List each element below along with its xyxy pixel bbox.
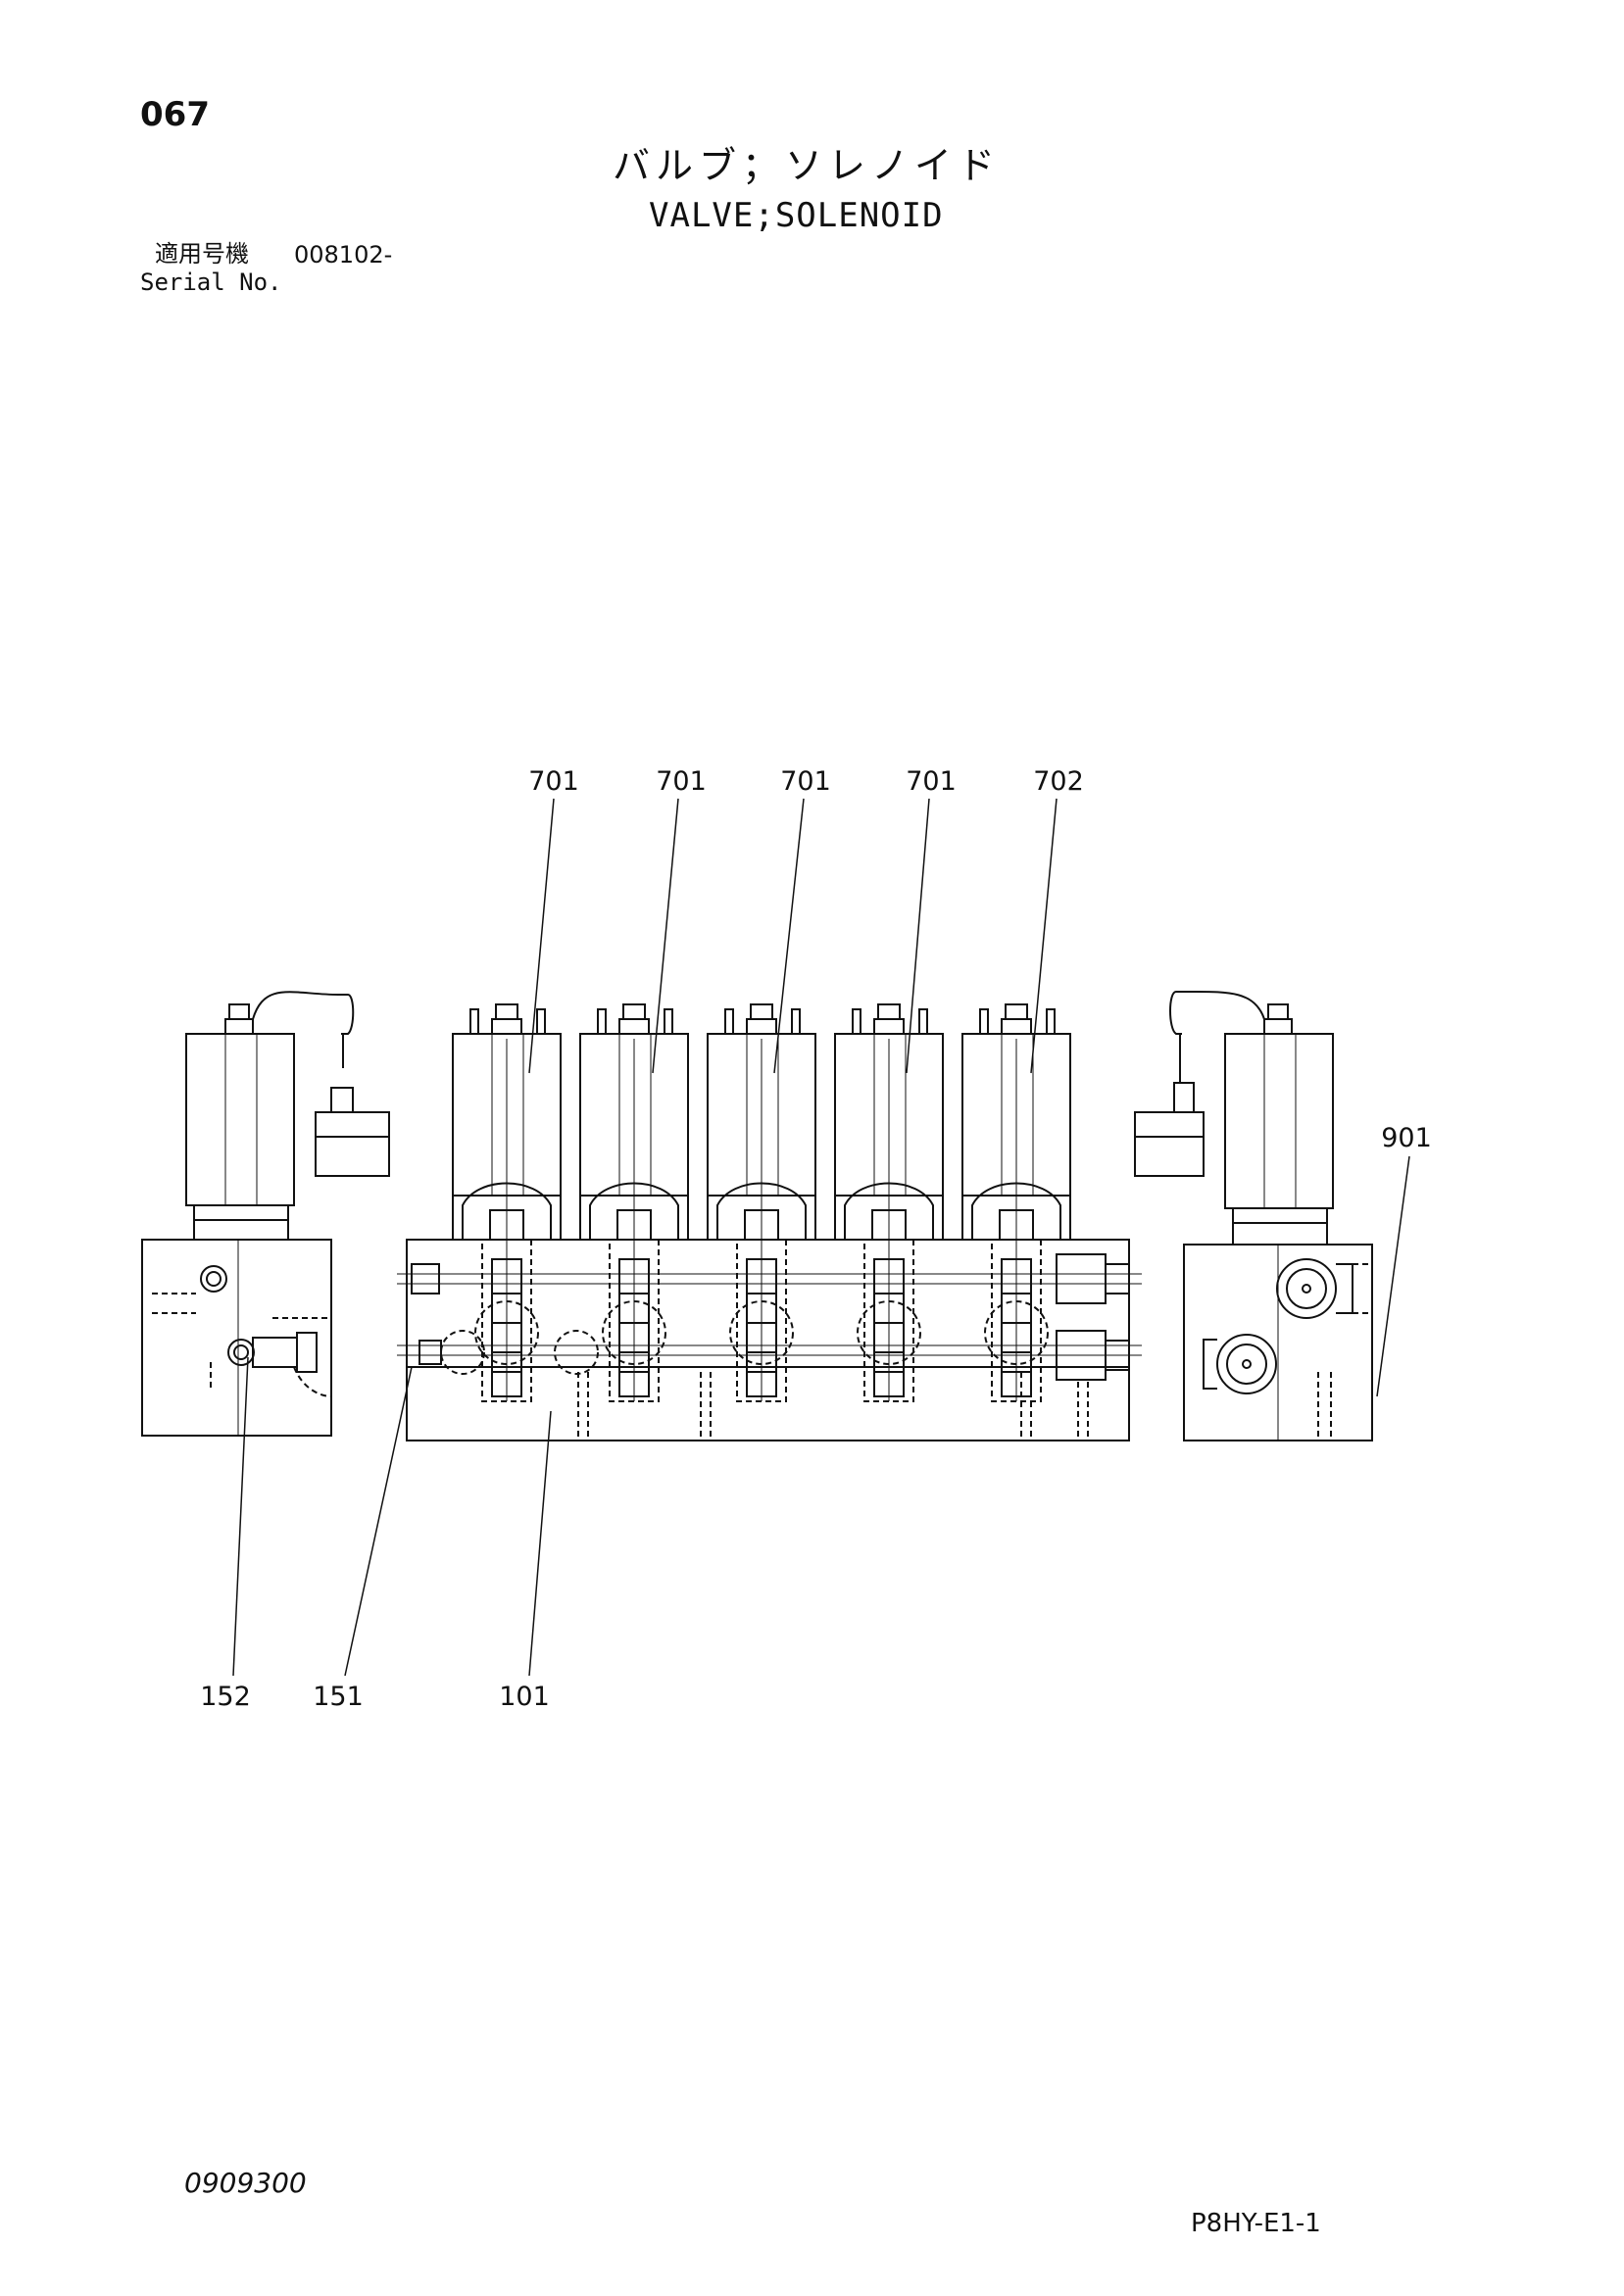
serial-label-english: Serial No. (140, 269, 282, 296)
document-code: 0909300 (184, 2167, 307, 2199)
leader-lines (232, 798, 1410, 1677)
valve-4 (834, 1003, 944, 1402)
right-side-view (1134, 990, 1373, 1441)
sheet-code: P8HY-E1-1 (1191, 2209, 1321, 2238)
right-coil (1224, 1033, 1334, 1209)
serial-label-japanese: 適用号機 (155, 240, 249, 268)
valve-2 (579, 1003, 689, 1402)
title-english: VALVE;SOLENOID (649, 196, 944, 235)
callout-901: 901 (1381, 1123, 1432, 1153)
callout-101: 101 (499, 1682, 550, 1712)
callout-labels: 701 701 701 701 702 901 152 151 101 (200, 766, 1432, 1712)
callout-701-d: 701 (906, 766, 957, 797)
valve-1 (452, 1003, 562, 1402)
serial-number-value: 008102- (294, 241, 393, 269)
left-block (141, 1239, 332, 1437)
valve-5 (961, 1003, 1071, 1402)
callout-152: 152 (200, 1682, 251, 1712)
valve-3 (707, 1003, 816, 1402)
left-coil (185, 1033, 295, 1206)
left-connector (315, 1111, 390, 1177)
right-connector (1134, 1111, 1205, 1177)
main-body (406, 1239, 1130, 1441)
left-side-view (141, 991, 390, 1437)
callout-701-a: 701 (528, 766, 579, 797)
page-number: 067 (140, 95, 210, 134)
callout-702: 702 (1033, 766, 1084, 797)
callout-151: 151 (313, 1682, 364, 1712)
callout-701-b: 701 (656, 766, 707, 797)
callout-701-c: 701 (780, 766, 831, 797)
title-japanese: バルブ；ソレノイド (613, 144, 1002, 187)
